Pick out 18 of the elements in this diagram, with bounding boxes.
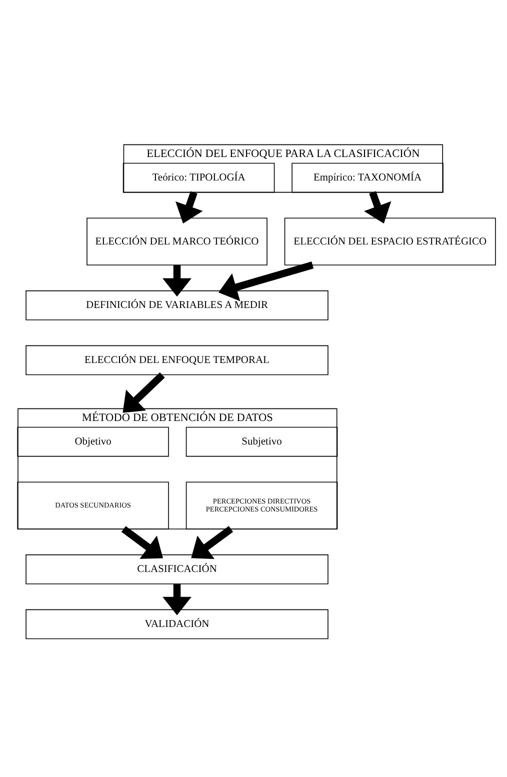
node-box: ELECCIÓN DEL ENFOQUE TEMPORAL xyxy=(26,345,328,376)
node-box: ELECCIÓN DEL MARCO TEÓRICO xyxy=(86,218,268,266)
node-box: CLASIFICACIÓN xyxy=(26,554,328,584)
node-box: Objetivo xyxy=(17,426,169,457)
arrow xyxy=(162,265,192,297)
node-box: DEFINICIÓN DE VARIABLES A MEDIR xyxy=(26,290,328,320)
arrow xyxy=(175,191,203,224)
node-box: ELECCIÓN DEL ESPACIO ESTRATÉGICO xyxy=(284,218,496,266)
node-box: Empírico: TAXONOMÍA xyxy=(292,162,444,193)
arrow xyxy=(191,526,234,559)
node-box: Teórico: TIPOLOGÍA xyxy=(122,162,275,193)
arrow xyxy=(218,262,314,302)
arrow xyxy=(121,526,164,559)
arrow xyxy=(364,191,392,224)
node-box: Subjetivo xyxy=(186,426,338,457)
arrow xyxy=(122,372,165,413)
arrow xyxy=(162,584,192,616)
node-box: VALIDACIÓN xyxy=(26,609,328,640)
